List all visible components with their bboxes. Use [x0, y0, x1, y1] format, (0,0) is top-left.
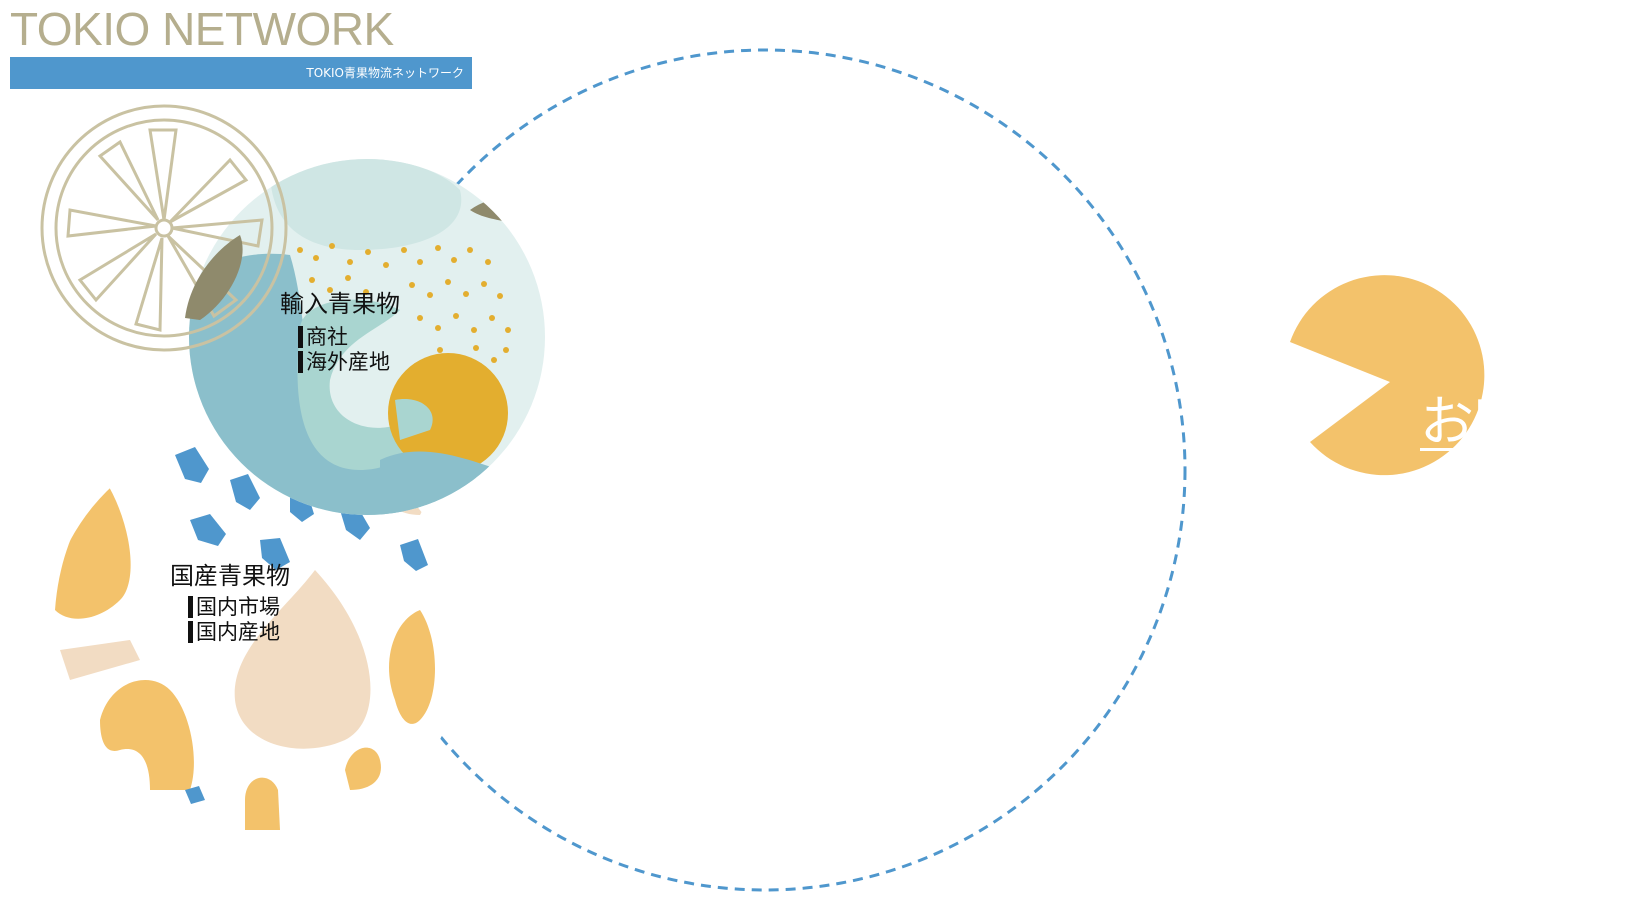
import-produce-circle-art [189, 159, 545, 515]
domestic-item-label: 国内市場 [196, 594, 280, 619]
import-item-overseas[interactable]: 海外産地 [298, 350, 400, 375]
bullet-bar [188, 596, 193, 619]
domestic-produce-heading: 国産青果物 [170, 562, 290, 590]
bullet-bar [298, 326, 303, 349]
logo-bar[interactable]: TOKIO青果物流ネットワーク [10, 57, 472, 89]
import-item-label: 海外産地 [306, 349, 390, 374]
import-item-trading[interactable]: 商社 [298, 325, 400, 350]
pacman-button-label[interactable]: お客 [1420, 390, 1528, 453]
bullet-bar [188, 620, 193, 643]
domestic-item-origin[interactable]: 国内産地 [188, 620, 290, 645]
logo-title[interactable]: TOKIO NETWORK [10, 3, 394, 55]
domestic-produce-circle-art [45, 430, 465, 840]
domestic-produce-link[interactable]: 国産青果物 国内市場 国内産地 [170, 562, 290, 644]
bullet-bar [298, 350, 303, 373]
import-produce-heading: 輸入青果物 [280, 290, 400, 318]
lemon-slice-icon [40, 104, 288, 352]
import-item-label: 商社 [306, 324, 348, 349]
dashed-circle [343, 48, 1187, 892]
import-produce-link[interactable]: 輸入青果物 商社 海外産地 [280, 290, 400, 374]
logo-subtitle: TOKIO青果物流ネットワーク [306, 66, 464, 80]
domestic-item-label: 国内産地 [196, 619, 280, 644]
domestic-item-market[interactable]: 国内市場 [188, 595, 290, 620]
olive-leaf-icon [185, 235, 243, 320]
